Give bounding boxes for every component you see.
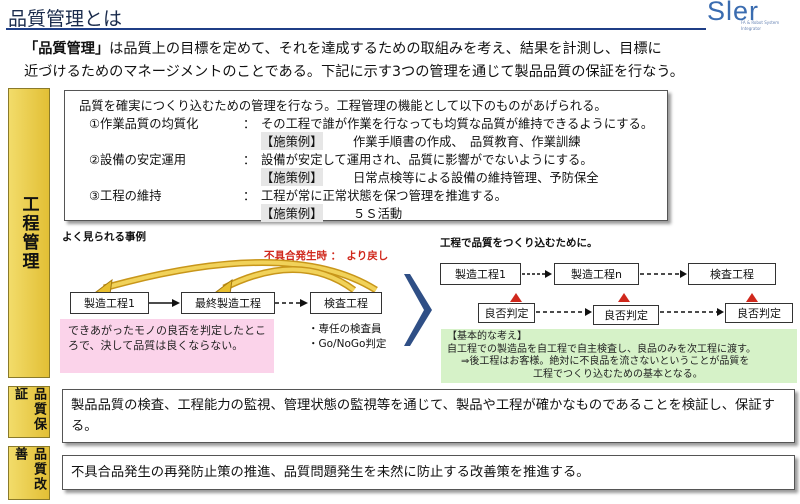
intro-line-1-rest: は品質上の目標を定めて、それを達成するための取組みを考え、結果を計測し、目標に: [109, 41, 662, 57]
left-box-manufacturing-1: 製造工程1: [70, 292, 149, 314]
assurance-box: 製品品質の検査、工程能力の監視、管理状態の監視等を通じて、製品や工程が確かなもの…: [62, 389, 795, 443]
green-note-title: 【基本的な考え】: [447, 331, 527, 342]
title-underline: [6, 28, 706, 30]
right-box-manufacturing-1: 製造工程1: [440, 263, 521, 285]
item-3-colon: ：: [243, 189, 256, 203]
intro-paragraph: 「品質管理」は品質上の目標を定めて、それを達成するための取組みを考え、結果を計測…: [24, 38, 794, 84]
item-2-desc: 設備が安定して運用され、品質に影響がでないようにする。: [261, 153, 593, 167]
title-bar: 品質管理とは Sler FA & Robot System Integrator: [0, 0, 800, 34]
side-label-process: 工程管理: [8, 88, 50, 378]
item-1-colon: ：: [243, 117, 256, 131]
item-1-example: 作業手順書の作成、 品質教育、作業訓練: [353, 135, 581, 149]
item-3-desc: 工程が常に正常状態を保つ管理を推進する。: [261, 189, 507, 203]
assurance-text: 製品品質の検査、工程能力の監視、管理状態の監視等を通じて、製品や工程が確かなもの…: [71, 398, 775, 434]
judge-box-3: 良否判定: [725, 303, 793, 323]
feedback-arrows: [94, 259, 378, 295]
improvement-text: 不具合品発生の再発防止策の推進、品質問題発生を未然に防止する改善策を推進する。: [71, 465, 590, 480]
item-3-example-label: 【施策例】: [261, 204, 323, 222]
intro-line-1: 「品質管理」は品質上の目標を定めて、それを達成するための取組みを考え、結果を計測…: [24, 38, 794, 61]
judge-box-2: 良否判定: [593, 305, 659, 325]
logo-subtitle-1: FA & Robot System: [741, 20, 780, 25]
logo-subtitle-2: Integrator: [741, 26, 762, 31]
right-box-inspection: 検査工程: [688, 263, 776, 285]
green-note-line-1: 自工程での製造品を自工程で自主検査し、良品のみを次工程に渡す。: [447, 343, 756, 355]
improvement-box: 不具合品発生の再発防止策の推進、品質問題発生を未然に防止する改善策を推進する。: [62, 455, 795, 490]
process-management-box: 品質を確実につくり込むための管理を行なう。工程管理の機能として以下のものがあげら…: [64, 90, 668, 222]
green-note: 【基本的な考え】 自工程での製造品を自工程で自主検査し、良品のみを次工程に渡す。…: [441, 329, 797, 383]
pink-note: できあがったモノの良否を判定したところで、決して品質は良くならない。: [60, 319, 274, 373]
side-label-process-text: 工程管理: [18, 195, 39, 271]
item-1-title: ①作業品質の均質化: [89, 117, 199, 131]
item-2-example-label: 【施策例】: [261, 168, 323, 186]
item-3-example: ５Ｓ活動: [353, 207, 403, 221]
green-note-line-2: ⇒後工程はお客様。絶対に不良品を流さないということが品質を: [461, 356, 750, 367]
side-label-improvement-text: 品質改善: [12, 447, 46, 492]
intro-term: 「品質管理」: [24, 41, 110, 57]
inspection-note-2: ・Go/NoGo判定: [308, 338, 387, 350]
item-2-example: 日常点検等による設備の維持管理、予防保全: [353, 171, 599, 185]
left-diagram-heading: よく見られる事例: [62, 231, 146, 243]
logo-wordmark: Sler: [707, 0, 760, 26]
item-1-desc: その工程で誰が作業を行なっても均質な品質が維持できるようにする。: [261, 117, 654, 131]
company-logo: Sler FA & Robot System Integrator: [703, 0, 795, 34]
item-2-title: ②設備の安定運用: [89, 153, 187, 167]
right-diagram-heading: 工程で品質をつくり込むために。: [440, 237, 598, 249]
side-label-improvement: 品質改善: [8, 446, 50, 500]
big-arrow-icon: [404, 274, 432, 346]
item-2-colon: ：: [243, 153, 256, 167]
left-flow-arrows: [149, 299, 308, 307]
inspection-notes: ・専任の検査員 ・Go/NoGo判定: [308, 322, 386, 352]
side-label-assurance-text: 品質保証: [12, 387, 46, 432]
judge-box-1: 良否判定: [478, 303, 535, 323]
process-intro: 品質を確実につくり込むための管理を行なう。工程管理の機能として以下のものがあげら…: [79, 99, 607, 113]
feedback-label: 不具合発生時 ： より戻し: [264, 250, 389, 262]
left-box-final-manufacturing: 最終製造工程: [181, 292, 275, 314]
inspection-note-1: ・専任の検査員: [308, 323, 382, 335]
judge-markers: [510, 293, 758, 302]
right-flow-arrows: [522, 270, 724, 316]
green-note-line-3: 工程でつくり込むための基本となる。: [533, 368, 703, 380]
item-3-title: ③工程の維持: [89, 189, 162, 203]
side-label-assurance: 品質保証: [8, 386, 50, 438]
page-title: 品質管理とは: [8, 8, 123, 30]
right-box-manufacturing-n: 製造工程n: [554, 263, 639, 285]
item-1-example-label: 【施策例】: [261, 132, 323, 150]
left-box-inspection: 検査工程: [310, 292, 382, 314]
intro-line-2: 近づけるためのマネージメントのことである。下記に示す3つの管理を通じて製品品質の…: [24, 64, 684, 80]
